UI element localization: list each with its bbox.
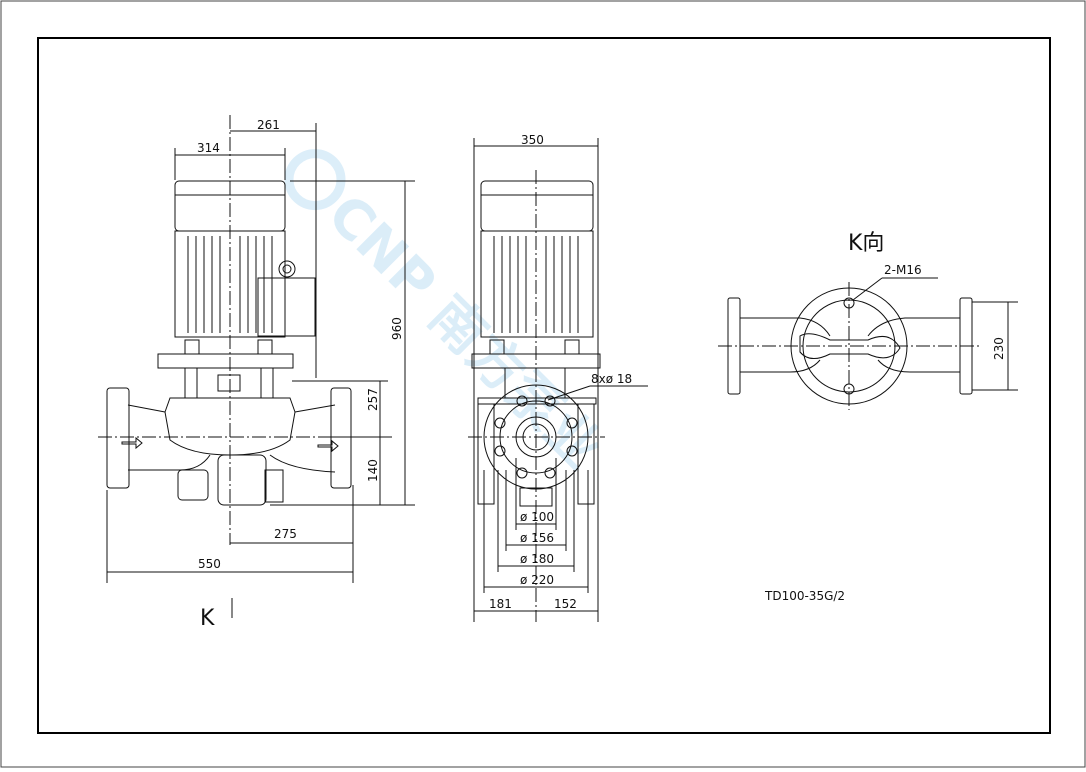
dim-181: 181 [489,597,512,611]
dim-261: 261 [257,118,280,132]
dim-d180: ø 180 [520,552,554,566]
k-view-title: K向 [848,231,884,256]
k-view-labels: K向 2-M16 230 [848,231,1006,360]
pump-foot [217,454,267,506]
inlet-flange [106,387,130,489]
front-view [98,115,415,618]
dim-257: 257 [366,388,380,411]
k-bracket [799,333,901,359]
side-motor-cap [480,180,594,232]
dim-d100: ø 100 [520,510,554,524]
lifting-eye [278,260,296,278]
dim-960: 960 [390,317,404,340]
dim-152: 152 [554,597,577,611]
motor-fins [187,236,273,333]
drawing-frame [37,37,1051,734]
bolt-holes [494,395,578,479]
dim-275: 275 [274,527,297,541]
side-view [468,138,648,622]
side-view-dims: 350 8xø 18 ø 100 ø 156 ø 180 ø 220 181 1… [489,133,632,611]
outlet-flow-arrow [317,439,339,453]
inlet-flow-arrow [121,436,143,450]
watermark-text: CNP 南方泵业 [316,182,615,481]
model-number: TD100-35G/2 [764,589,845,603]
bracket [184,367,274,399]
outlet-flange [330,387,352,489]
dim-bolts-8x18: 8xø 18 [591,372,632,386]
side-motor-body [480,230,594,338]
watermark: CNP 南方泵业 [284,149,615,481]
k-view [718,277,1018,410]
side-foot-right [577,403,595,505]
dim-140: 140 [366,459,380,482]
dim-230: 230 [992,337,1006,360]
front-view-dims: 261 314 960 257 140 275 550 K [197,118,404,631]
dim-550: 550 [198,557,221,571]
motor-flange [157,353,294,369]
dim-d220: ø 220 [520,573,554,587]
view-arrow-label-k: K [200,606,215,631]
k-view-bolts: 2-M16 [884,263,922,277]
dim-d156: ø 156 [520,531,554,545]
side-foot-left [477,403,495,505]
dim-350: 350 [521,133,544,147]
dim-314: 314 [197,141,220,155]
terminal-box [257,277,316,337]
